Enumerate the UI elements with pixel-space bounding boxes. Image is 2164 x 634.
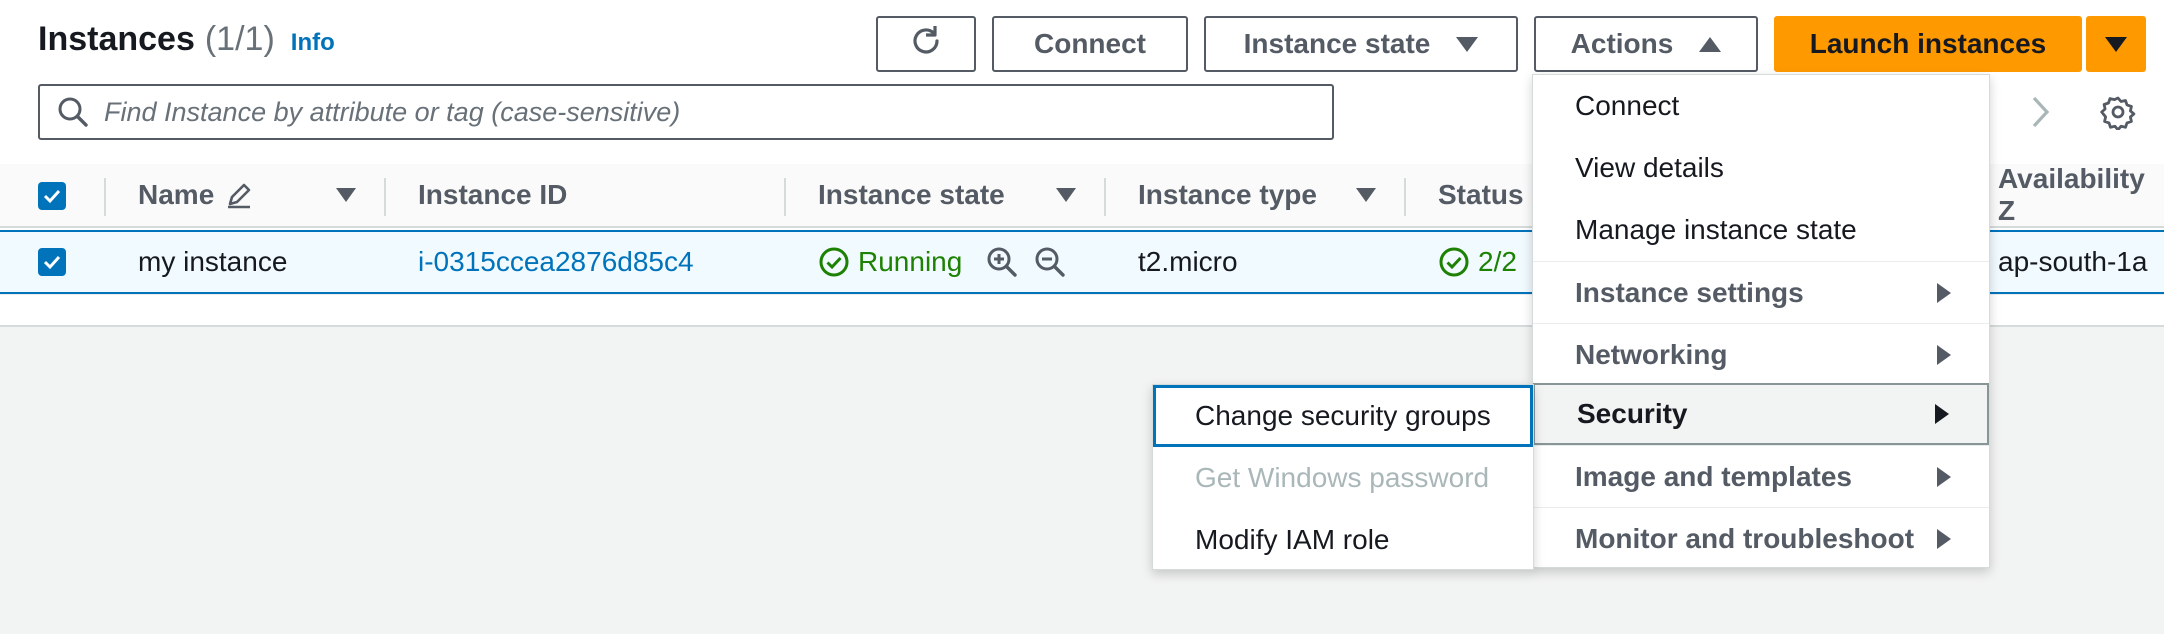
caret-down-icon (1456, 36, 1479, 52)
chevron-right-icon (1937, 282, 1951, 303)
availability-zone-value: ap-south-1a (1998, 246, 2148, 277)
zoom-out-icon[interactable] (1032, 244, 1068, 280)
page-title: Instances (1/1) Info (38, 20, 335, 59)
refresh-icon (908, 23, 944, 66)
submenu-item-modify-iam-role[interactable]: Modify IAM role (1195, 524, 1390, 555)
refresh-button[interactable] (876, 16, 976, 72)
menu-item-label: Instance settings (1575, 276, 1804, 308)
info-link[interactable]: Info (290, 29, 335, 56)
column-divider (104, 178, 106, 216)
instance-name: my instance (138, 246, 288, 277)
check-circle-icon (818, 246, 850, 278)
menu-item-label: Manage instance state (1575, 214, 1857, 245)
column-divider (784, 178, 786, 216)
state-text: Running (858, 246, 963, 277)
chevron-right-icon (1937, 528, 1951, 549)
submenu-item-change-security-groups[interactable]: Change security groups (1153, 385, 1533, 447)
column-instance-state[interactable]: Instance state (818, 179, 1005, 210)
zoom-in-icon[interactable] (984, 244, 1020, 280)
instance-state-status: Running (818, 232, 962, 292)
title-text: Instances (38, 20, 195, 58)
menu-item-label: Monitor and troubleshoot (1575, 522, 1915, 554)
menu-item-monitor-and-troubleshoot[interactable]: Monitor and troubleshoot (1533, 507, 1989, 569)
menu-item-manage-instance-state[interactable]: Manage instance state (1533, 199, 1989, 261)
sort-icon[interactable] (1356, 164, 1376, 226)
row-checkbox[interactable] (38, 248, 66, 276)
instance-type-value: t2.micro (1138, 246, 1238, 277)
caret-down-icon (2105, 36, 2127, 52)
menu-item-label: Connect (1575, 90, 1680, 121)
column-status-check[interactable]: Status c (1438, 179, 1547, 210)
menu-item-image-and-templates[interactable]: Image and templates (1533, 445, 1989, 507)
menu-item-security[interactable]: Security (1533, 383, 1989, 445)
launch-options-button[interactable] (2086, 16, 2146, 72)
column-divider (1404, 178, 1406, 216)
column-name[interactable]: Name (138, 164, 254, 226)
column-availability-zone[interactable]: Availability Z (1998, 163, 2145, 226)
status-check-text: 2/2 (1478, 246, 1517, 277)
security-submenu: Change security groups Get Windows passw… (1152, 384, 1534, 570)
status-check-value: 2/2 (1438, 232, 1517, 292)
actions-button[interactable]: Actions (1534, 16, 1758, 72)
sort-icon[interactable] (1056, 164, 1076, 226)
menu-item-instance-settings[interactable]: Instance settings (1533, 261, 1989, 323)
instance-state-button[interactable]: Instance state (1204, 16, 1518, 72)
actions-label: Actions (1570, 28, 1674, 59)
chevron-right-icon (1935, 404, 1949, 424)
column-divider (384, 178, 386, 216)
submenu-item-get-windows-password: Get Windows password (1195, 462, 1490, 493)
column-instance-type[interactable]: Instance type (1138, 179, 1317, 210)
connect-button[interactable]: Connect (992, 16, 1188, 72)
caret-up-icon (1699, 36, 1722, 52)
instance-id-link[interactable]: i-0315ccea2876d85c4 (418, 246, 694, 277)
instance-count: (1/1) (204, 20, 275, 58)
menu-item-label: Image and templates (1575, 460, 1852, 492)
chevron-right-icon (1937, 344, 1951, 365)
select-all-checkbox[interactable] (38, 182, 66, 210)
actions-menu: Connect View details Manage instance sta… (1532, 74, 1990, 568)
row-divider (0, 294, 2164, 295)
instance-state-label: Instance state (1243, 28, 1431, 59)
launch-instances-button[interactable]: Launch instances (1774, 16, 2082, 72)
pencil-icon (224, 180, 254, 210)
column-divider (1104, 178, 1106, 216)
column-instance-id[interactable]: Instance ID (418, 179, 568, 210)
sort-icon[interactable] (336, 164, 356, 226)
chevron-right-icon[interactable] (2020, 92, 2060, 132)
search-icon (56, 95, 90, 129)
check-circle-icon (1438, 246, 1470, 278)
menu-item-label: Security (1577, 398, 1688, 429)
menu-item-label: Networking (1575, 338, 1728, 370)
search-input[interactable] (104, 96, 1304, 128)
search-box (38, 84, 1334, 140)
menu-item-connect[interactable]: Connect (1533, 75, 1989, 137)
chevron-right-icon (1937, 466, 1951, 487)
menu-item-label: View details (1575, 152, 1724, 183)
menu-item-view-details[interactable]: View details (1533, 137, 1989, 199)
column-name-label: Name (138, 179, 215, 210)
gear-icon[interactable] (2096, 90, 2140, 134)
menu-item-networking[interactable]: Networking (1533, 323, 1989, 385)
